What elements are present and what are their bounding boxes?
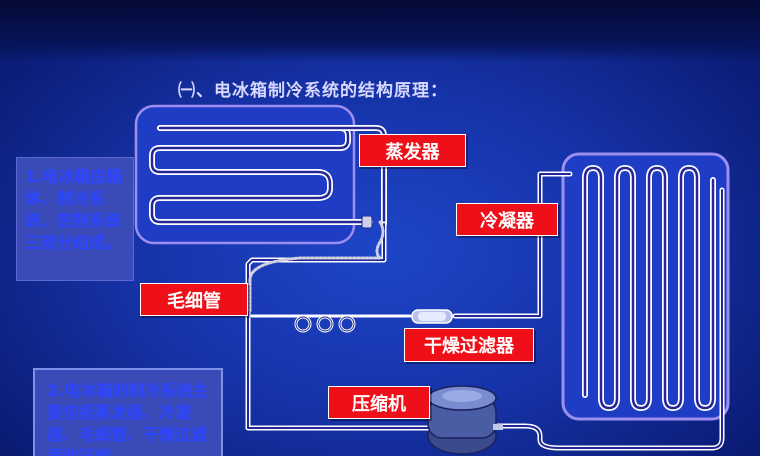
filter-drier: [411, 309, 453, 324]
suction-pipe: [245, 221, 439, 431]
compressor-icon: [427, 385, 503, 455]
label-evaporator: 蒸发器: [359, 134, 466, 167]
label-capillary: 毛细管: [140, 283, 248, 316]
label-condenser: 冷凝器: [456, 203, 558, 236]
compressor-discharge-pipe: [487, 187, 725, 451]
condenser-panel: [561, 152, 730, 421]
capillary-tube: [248, 220, 412, 333]
capillary-connector: [361, 215, 373, 229]
condenser-coil: [582, 165, 716, 411]
slide-title: ㈠、电冰箱制冷系统的结构原理：: [178, 81, 448, 101]
condenser-outlet-pipe: [452, 171, 573, 319]
note-refrigeration-components: 2.电冰箱的制冷系统主要包括蒸发器、冷凝器、毛细管、干燥过滤器和压缩: [33, 368, 223, 456]
top-band: [0, 0, 760, 62]
note-system-composition: 1.电冰箱由箱体、制冷系统、控制系统三部分组成。: [16, 157, 134, 281]
label-compressor: 压缩机: [328, 386, 430, 419]
label-filter-drier: 干燥过滤器: [404, 328, 534, 362]
